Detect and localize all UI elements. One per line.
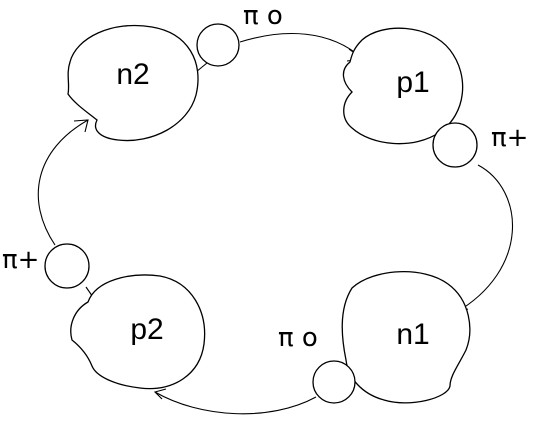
pion-labels: π o π+ π o π+ xyxy=(2,1,528,353)
nucleon-blob xyxy=(341,271,471,404)
nucleon-blob xyxy=(67,24,199,142)
nucleon-n2: n2 xyxy=(67,24,199,142)
nucleon-label: n1 xyxy=(396,318,429,351)
arc-right xyxy=(454,164,514,314)
pion-circle-bottom xyxy=(312,360,356,404)
pion-circle-top xyxy=(196,23,240,67)
pion-label-right: π+ xyxy=(491,123,528,153)
nucleon-label: n2 xyxy=(116,58,149,91)
nucleon-label: p1 xyxy=(396,66,429,99)
arc-top xyxy=(239,33,363,59)
nucleon-blob xyxy=(70,274,206,390)
pion-circles xyxy=(44,23,478,404)
pion-label-left: π+ xyxy=(2,245,39,275)
nucleon-blob xyxy=(342,27,464,145)
arrow-left xyxy=(73,119,89,133)
nucleon-n1: n1 xyxy=(341,271,471,404)
pion-circle-right xyxy=(432,122,478,168)
nucleon-p1: p1 xyxy=(342,27,464,145)
pion-circle-left xyxy=(44,243,90,289)
arc-bottom xyxy=(154,391,317,415)
nucleon-label: p2 xyxy=(130,313,163,346)
nucleon-p2: p2 xyxy=(70,274,206,390)
exchange-arcs xyxy=(37,33,514,415)
pion-label-top: π o xyxy=(243,1,283,31)
pion-label-bottom: π o xyxy=(278,323,318,353)
arc-left xyxy=(37,119,89,246)
arrow-bottom xyxy=(153,388,167,400)
